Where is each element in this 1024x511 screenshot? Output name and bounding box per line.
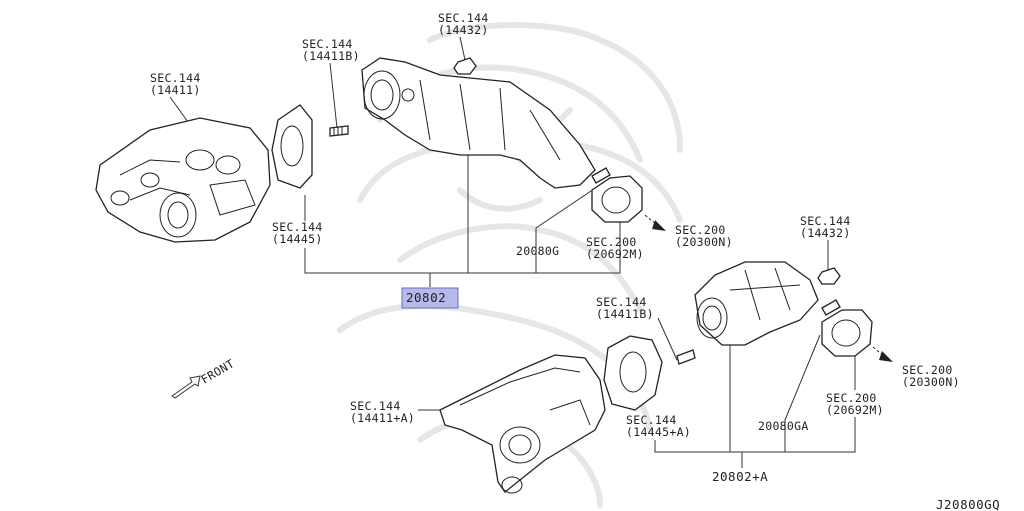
- front-arrow-icon: [171, 375, 201, 399]
- stud-top-right: [591, 167, 611, 184]
- turbocharger-top: [95, 117, 271, 243]
- label-sec144-14411b-top: SEC.144 (14411B): [302, 37, 360, 63]
- catalyst-bottom: [694, 261, 819, 346]
- svg-text:(14432): (14432): [800, 226, 851, 240]
- svg-text:(14411): (14411): [150, 83, 201, 97]
- stud-bottom-left: [676, 349, 696, 365]
- label-sec200-20692m-top: SEC.200 (20692M): [586, 235, 644, 261]
- nut-top: [453, 57, 477, 75]
- label-sec200-20692m-bot: SEC.200 (20692M): [826, 391, 884, 417]
- svg-text:SEC.144: SEC.144: [272, 220, 323, 234]
- diagram-code: J20800GQ: [936, 497, 1000, 511]
- svg-text:SEC.200: SEC.200: [675, 223, 726, 237]
- label-sec144-14411a: SEC.144 (14411+A): [350, 399, 415, 425]
- label-sec200-20300n-top: SEC.200 (20300N): [675, 223, 733, 249]
- svg-text:(20692M): (20692M): [586, 247, 644, 261]
- gasket-top-right: [591, 175, 643, 223]
- label-20080ga: 20080GA: [758, 419, 809, 433]
- svg-text:SEC.144: SEC.144: [302, 37, 353, 51]
- gasket-top-left: [271, 104, 313, 189]
- svg-text:(14411+A): (14411+A): [350, 411, 415, 425]
- label-sec144-14411: SEC.144 (14411): [150, 71, 201, 97]
- label-sec200-20300n-bot: SEC.200 (20300N): [902, 363, 960, 389]
- svg-text:SEC.200: SEC.200: [902, 363, 953, 377]
- svg-text:(14432): (14432): [438, 23, 489, 37]
- svg-text:SEC.144: SEC.144: [596, 295, 647, 309]
- part-20802-highlight[interactable]: 20802: [401, 287, 459, 309]
- svg-text:(20300N): (20300N): [675, 235, 733, 249]
- turbocharger-bottom: [439, 354, 606, 494]
- svg-text:SEC.144: SEC.144: [626, 413, 677, 427]
- svg-text:(14411B): (14411B): [302, 49, 360, 63]
- svg-text:SEC.200: SEC.200: [826, 391, 877, 405]
- gasket-bottom-left: [603, 335, 663, 411]
- outlet-arrow-bottom-icon: [872, 346, 893, 362]
- svg-text:(14445): (14445): [272, 232, 323, 246]
- svg-text:SEC.144: SEC.144: [150, 71, 201, 85]
- svg-text:(14445+A): (14445+A): [626, 425, 691, 439]
- svg-text:SEC.144: SEC.144: [350, 399, 401, 413]
- label-sec144-14432-top: SEC.144 (14432): [438, 11, 489, 37]
- front-label: FRONT: [199, 356, 237, 386]
- label-20080g: 20080G: [516, 244, 559, 258]
- label-20802a: 20802+A: [712, 469, 768, 484]
- nut-bottom: [817, 267, 841, 285]
- label-sec144-14432-bot: SEC.144 (14432): [800, 214, 851, 240]
- svg-text:SEC.200: SEC.200: [586, 235, 637, 249]
- catalyst-top: [361, 57, 596, 189]
- label-sec144-14411b-bot: SEC.144 (14411B): [596, 295, 654, 321]
- svg-text:(14411B): (14411B): [596, 307, 654, 321]
- stud-top-left: [329, 125, 349, 137]
- label-sec144-14445: SEC.144 (14445): [272, 220, 323, 246]
- stud-bottom-right: [821, 299, 841, 316]
- leader-lines: [169, 36, 856, 468]
- svg-text:SEC.144: SEC.144: [438, 11, 489, 25]
- label-20802: 20802: [406, 290, 446, 305]
- outlet-arrow-icon: [644, 214, 666, 231]
- svg-text:(20692M): (20692M): [826, 403, 884, 417]
- gasket-bottom-right: [821, 309, 873, 357]
- label-sec144-14445a: SEC.144 (14445+A): [626, 413, 691, 439]
- svg-text:(20300N): (20300N): [902, 375, 960, 389]
- svg-text:SEC.144: SEC.144: [800, 214, 851, 228]
